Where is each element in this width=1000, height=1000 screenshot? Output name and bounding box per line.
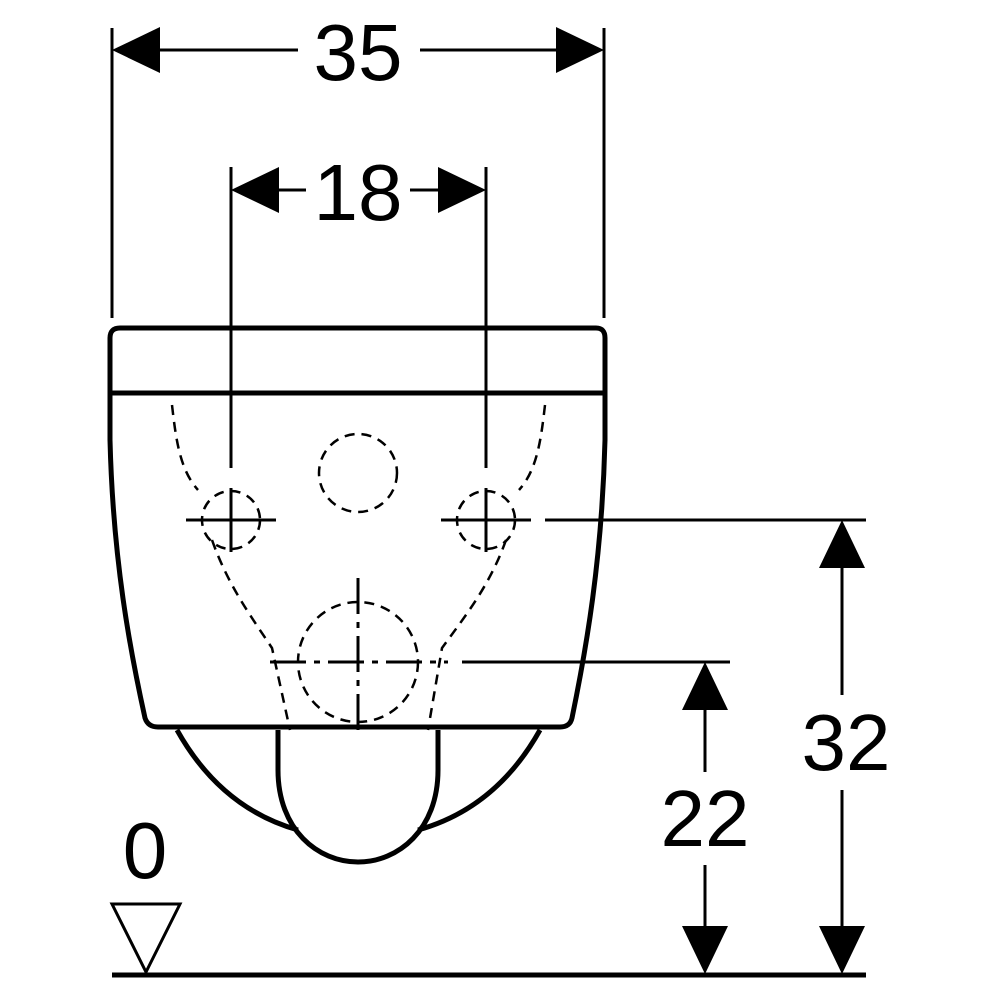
fixing-height-dimension: 32 — [545, 518, 891, 974]
hidden-contour-left-lower — [210, 539, 292, 731]
arrow-right — [438, 167, 486, 213]
outlet-height-label: 22 — [661, 774, 750, 863]
overall-width-dimension: 35 — [110, 8, 606, 318]
outlet-pipe — [275, 730, 441, 865]
overall-width-label: 35 — [314, 8, 403, 97]
fixing-height-label: 32 — [802, 698, 891, 787]
floor-level-label: 0 — [123, 806, 168, 895]
arrow-right — [556, 27, 604, 73]
bowl-underside — [417, 728, 543, 833]
arrow-down — [819, 926, 865, 974]
hidden-contour-right — [518, 404, 547, 491]
arrow-up — [682, 662, 728, 710]
arrow-up — [819, 520, 865, 568]
hidden-contour-left — [170, 404, 199, 491]
seat-lid — [107, 325, 608, 396]
arrow-left — [112, 27, 160, 73]
bowl-underside — [174, 728, 299, 833]
fixing-distance-label: 18 — [314, 148, 403, 237]
fixing-distance-dimension: 18 — [229, 148, 488, 468]
arrow-down — [682, 926, 728, 974]
floor-level-reference: 0 — [109, 806, 866, 978]
ceramic-body — [107, 393, 608, 730]
centre-lines — [186, 488, 531, 738]
level-marker-triangle — [109, 902, 183, 976]
outlet-height-dimension: 22 — [462, 660, 750, 974]
hidden-contour-right-lower — [426, 539, 508, 731]
flush-water-inlet — [317, 432, 399, 514]
arrow-left — [231, 167, 279, 213]
